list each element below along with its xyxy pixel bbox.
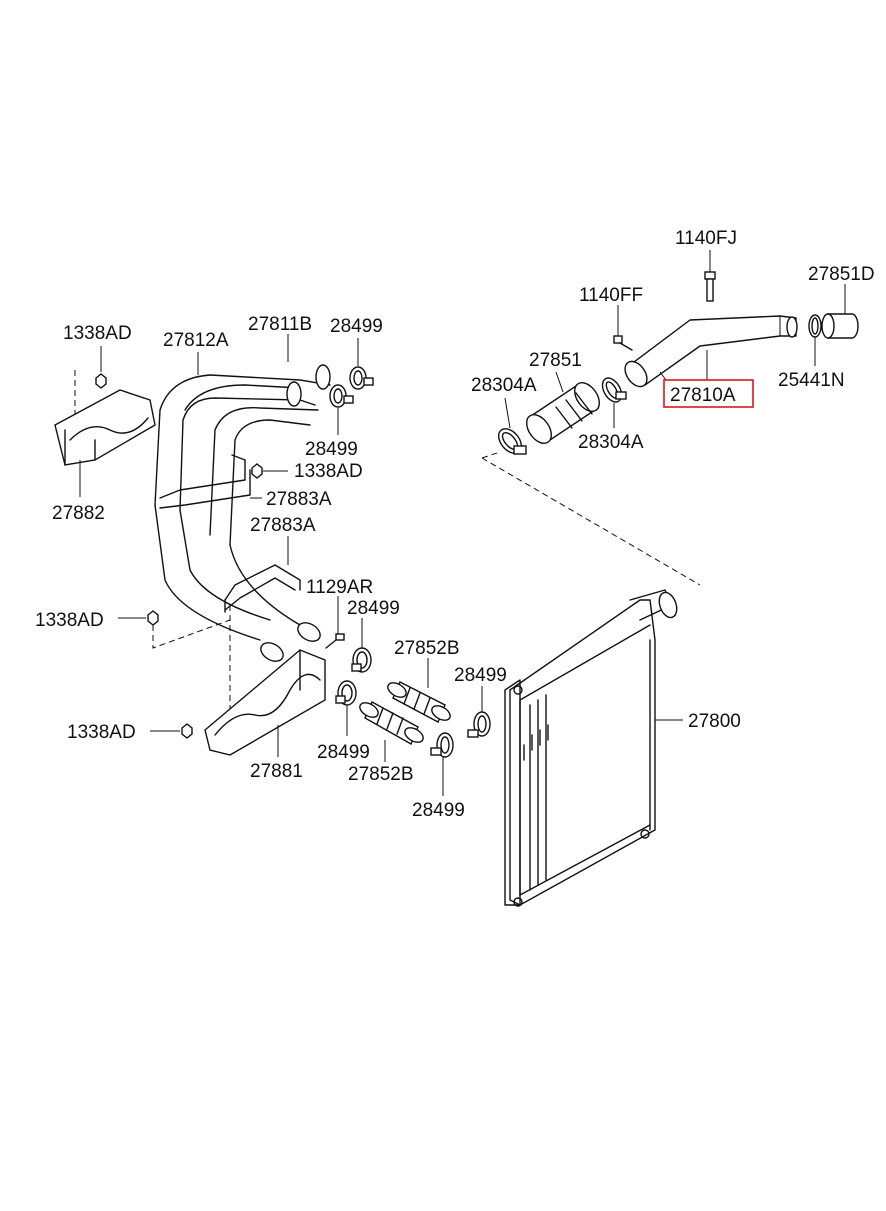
label-27851[interactable]: 27851	[529, 350, 582, 371]
pipe-27812a[interactable]	[154, 352, 331, 641]
strap-27883a-upper[interactable]	[159, 454, 262, 509]
bolt-1129ar[interactable]	[325, 596, 345, 649]
nut-1338ad-top[interactable]	[95, 346, 107, 389]
clamp-28304a-left[interactable]	[494, 397, 527, 458]
nut-1338ad-mid[interactable]	[251, 463, 288, 479]
label-27810a[interactable]: 27810A	[670, 385, 736, 406]
label-28499-a[interactable]: 28499	[330, 316, 383, 337]
bolt-1140fj[interactable]	[704, 250, 716, 302]
label-1129ar[interactable]: 1129AR	[306, 577, 373, 598]
label-1338ad-mid[interactable]: 1338AD	[294, 461, 363, 482]
intercooler-pipe-27810a[interactable]	[621, 315, 798, 391]
label-1140fj[interactable]: 1140FJ	[675, 228, 737, 249]
label-27881[interactable]: 27881	[250, 761, 303, 782]
nut-1338ad-left[interactable]	[118, 605, 231, 715]
label-1338ad-bottom[interactable]: 1338AD	[67, 722, 136, 743]
clamp-28499-upper[interactable]	[329, 384, 354, 435]
label-28499-f[interactable]: 28499	[412, 800, 465, 821]
clamp-28499-d[interactable]	[335, 680, 357, 736]
intercooler-27800[interactable]	[504, 589, 683, 907]
label-25441n[interactable]: 25441N	[778, 370, 845, 391]
bracket-27882[interactable]	[54, 370, 156, 497]
hose-27851[interactable]	[522, 371, 605, 448]
bracket-27881[interactable]	[204, 649, 326, 757]
clamp-28499-c[interactable]	[351, 618, 372, 673]
label-1338ad-left[interactable]: 1338AD	[35, 610, 104, 631]
label-1338ad-top[interactable]: 1338AD	[63, 323, 132, 344]
clamp-25441n[interactable]	[808, 314, 822, 366]
label-27882[interactable]: 27882	[52, 503, 105, 524]
label-27883a-b[interactable]: 27883A	[250, 515, 316, 536]
label-27851d[interactable]: 27851D	[808, 264, 875, 285]
label-27852b-b[interactable]: 27852B	[348, 764, 414, 785]
label-27852b-a[interactable]: 27852B	[394, 638, 460, 659]
label-28499-c[interactable]: 28499	[347, 598, 400, 619]
strap-27883a-lower[interactable]	[224, 536, 301, 613]
hose-27852b-upper[interactable]	[385, 658, 452, 723]
hose-27852b-lower[interactable]	[357, 700, 425, 762]
pipe-27811b[interactable]	[184, 334, 331, 665]
label-28499-e[interactable]: 28499	[317, 742, 370, 763]
highlight-box	[663, 379, 754, 408]
label-28499-d[interactable]: 28499	[454, 665, 507, 686]
label-28304a-top[interactable]: 28304A	[471, 375, 537, 396]
nut-1338ad-bottom[interactable]	[150, 723, 193, 739]
label-1140ff[interactable]: 1140FF	[579, 285, 643, 306]
hose-27851d[interactable]	[821, 284, 859, 339]
label-28304a-bottom[interactable]: 28304A	[578, 432, 644, 453]
clamp-28499-e[interactable]	[467, 686, 491, 738]
clamp-28499-f[interactable]	[430, 732, 454, 796]
label-27800[interactable]: 27800	[688, 711, 741, 732]
label-27812a[interactable]: 27812A	[163, 330, 229, 351]
label-28499-b[interactable]: 28499	[305, 439, 358, 460]
clamp-28499-top[interactable]	[349, 338, 374, 390]
bolt-1140ff[interactable]	[613, 305, 633, 351]
label-27883a-a[interactable]: 27883A	[266, 489, 332, 510]
label-27811b[interactable]: 27811B	[248, 314, 312, 335]
clamp-28304a-right[interactable]	[599, 375, 627, 428]
